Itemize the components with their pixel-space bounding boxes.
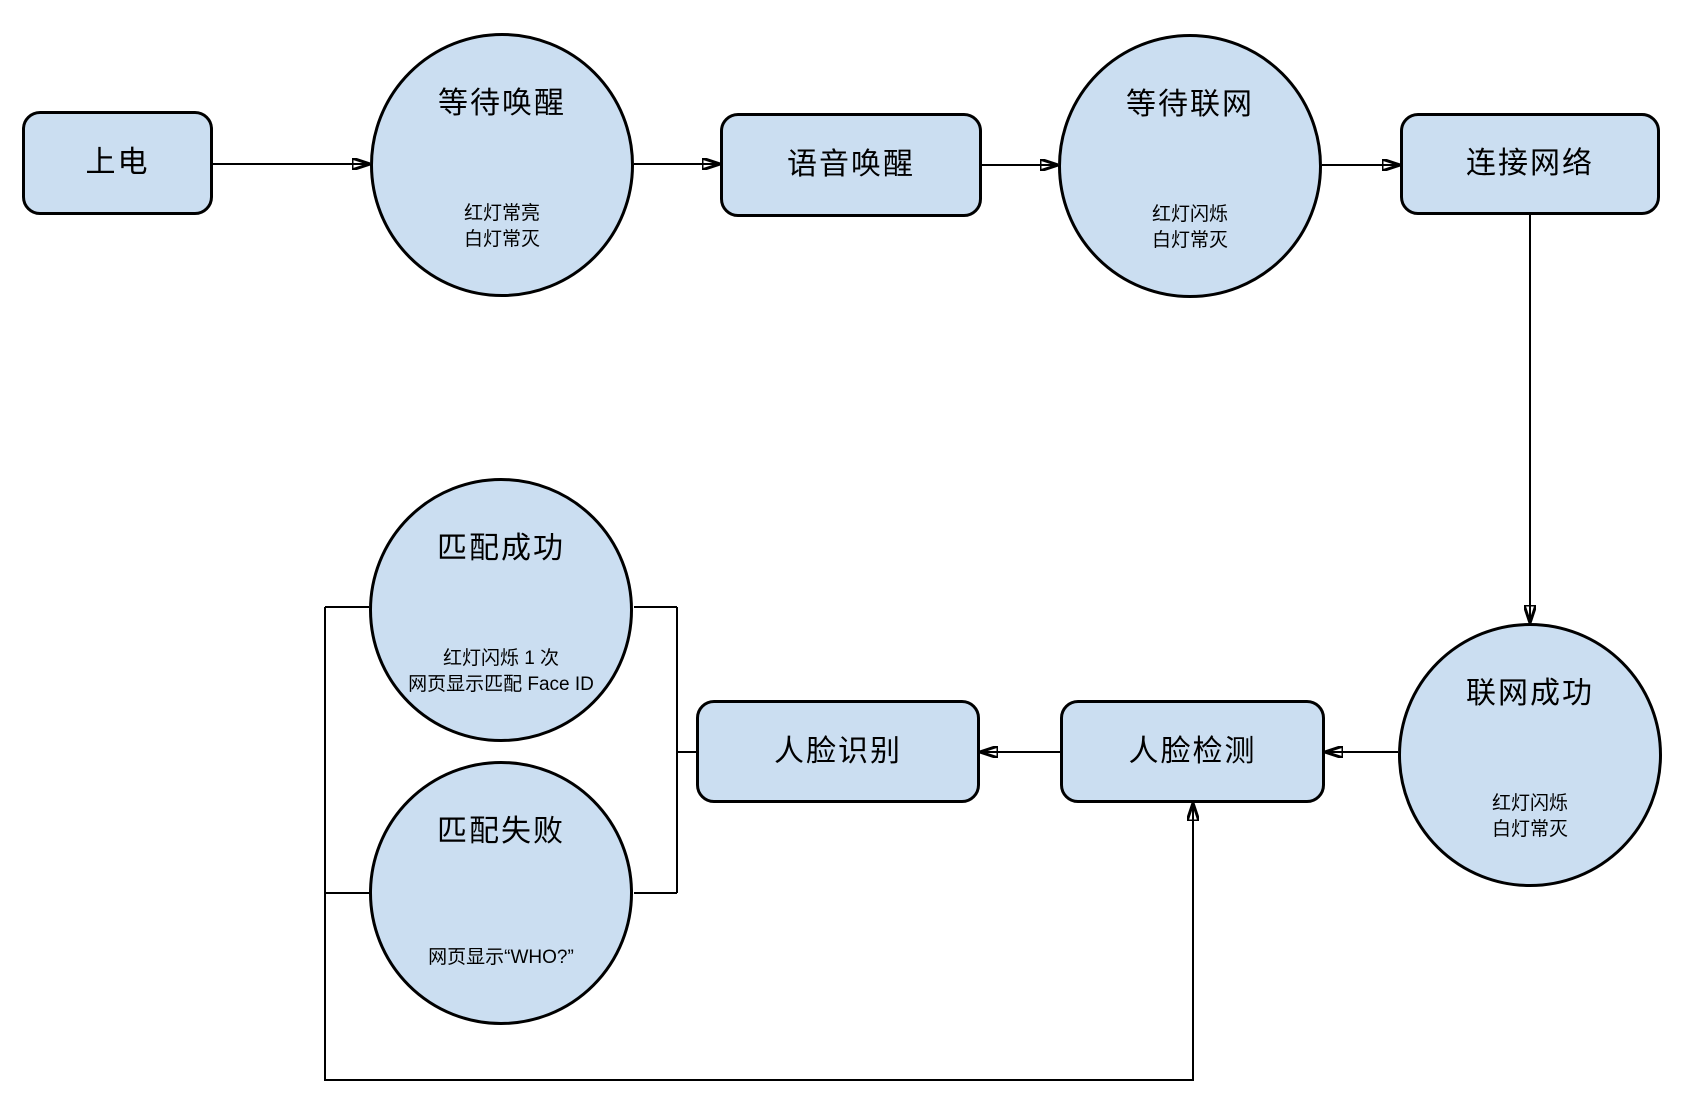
node-title: 匹配成功 xyxy=(437,532,565,565)
node-title: 联网成功 xyxy=(1466,677,1594,710)
node-power-on: 上电 xyxy=(22,111,213,215)
node-subtext: 红灯闪烁 1 次 网页显示匹配 Face ID xyxy=(372,646,630,698)
node-match-success: 匹配成功 红灯闪烁 1 次 网页显示匹配 Face ID xyxy=(369,478,633,742)
node-network-success: 联网成功 红灯闪烁 白灯常灭 xyxy=(1398,623,1662,887)
node-face-detect: 人脸检测 xyxy=(1060,700,1325,803)
node-subtext: 红灯闪烁 白灯常灭 xyxy=(1401,791,1659,843)
node-subtext-line1: 红灯闪烁 xyxy=(1151,204,1228,225)
node-voice-wake: 语音唤醒 xyxy=(720,113,982,217)
node-subtext: 红灯常亮 白灯常灭 xyxy=(373,201,631,253)
node-subtext-line1: 网页显示“WHO?” xyxy=(428,947,574,968)
node-subtext-line2: 白灯常灭 xyxy=(463,229,540,250)
node-label: 语音唤醒 xyxy=(787,148,915,181)
node-wait-network: 等待联网 红灯闪烁 白灯常灭 xyxy=(1058,34,1322,298)
node-subtext-line1: 红灯常亮 xyxy=(463,203,540,224)
node-face-recognize: 人脸识别 xyxy=(696,700,980,803)
node-title: 匹配失败 xyxy=(437,815,565,848)
node-subtext-line2: 白灯常灭 xyxy=(1491,819,1568,840)
node-subtext: 红灯闪烁 白灯常灭 xyxy=(1061,202,1319,254)
node-subtext-line2: 网页显示匹配 Face ID xyxy=(408,674,594,695)
node-title: 等待联网 xyxy=(1126,88,1254,121)
node-label: 连接网络 xyxy=(1466,147,1594,180)
node-wait-wake: 等待唤醒 红灯常亮 白灯常灭 xyxy=(370,33,634,297)
node-subtext-line1: 红灯闪烁 1 次 xyxy=(442,648,560,669)
node-title: 等待唤醒 xyxy=(438,87,566,120)
node-subtext-line2: 白灯常灭 xyxy=(1151,230,1228,251)
node-subtext: 网页显示“WHO?” xyxy=(372,945,630,971)
node-label: 人脸识别 xyxy=(774,734,902,768)
connector-loop-to-facedetect xyxy=(324,607,1193,1081)
node-match-fail: 匹配失败 网页显示“WHO?” xyxy=(369,761,633,1025)
node-label: 人脸检测 xyxy=(1128,734,1257,768)
node-connect-network: 连接网络 xyxy=(1400,113,1660,215)
node-label: 上电 xyxy=(85,146,150,179)
node-subtext-line1: 红灯闪烁 xyxy=(1491,793,1568,814)
